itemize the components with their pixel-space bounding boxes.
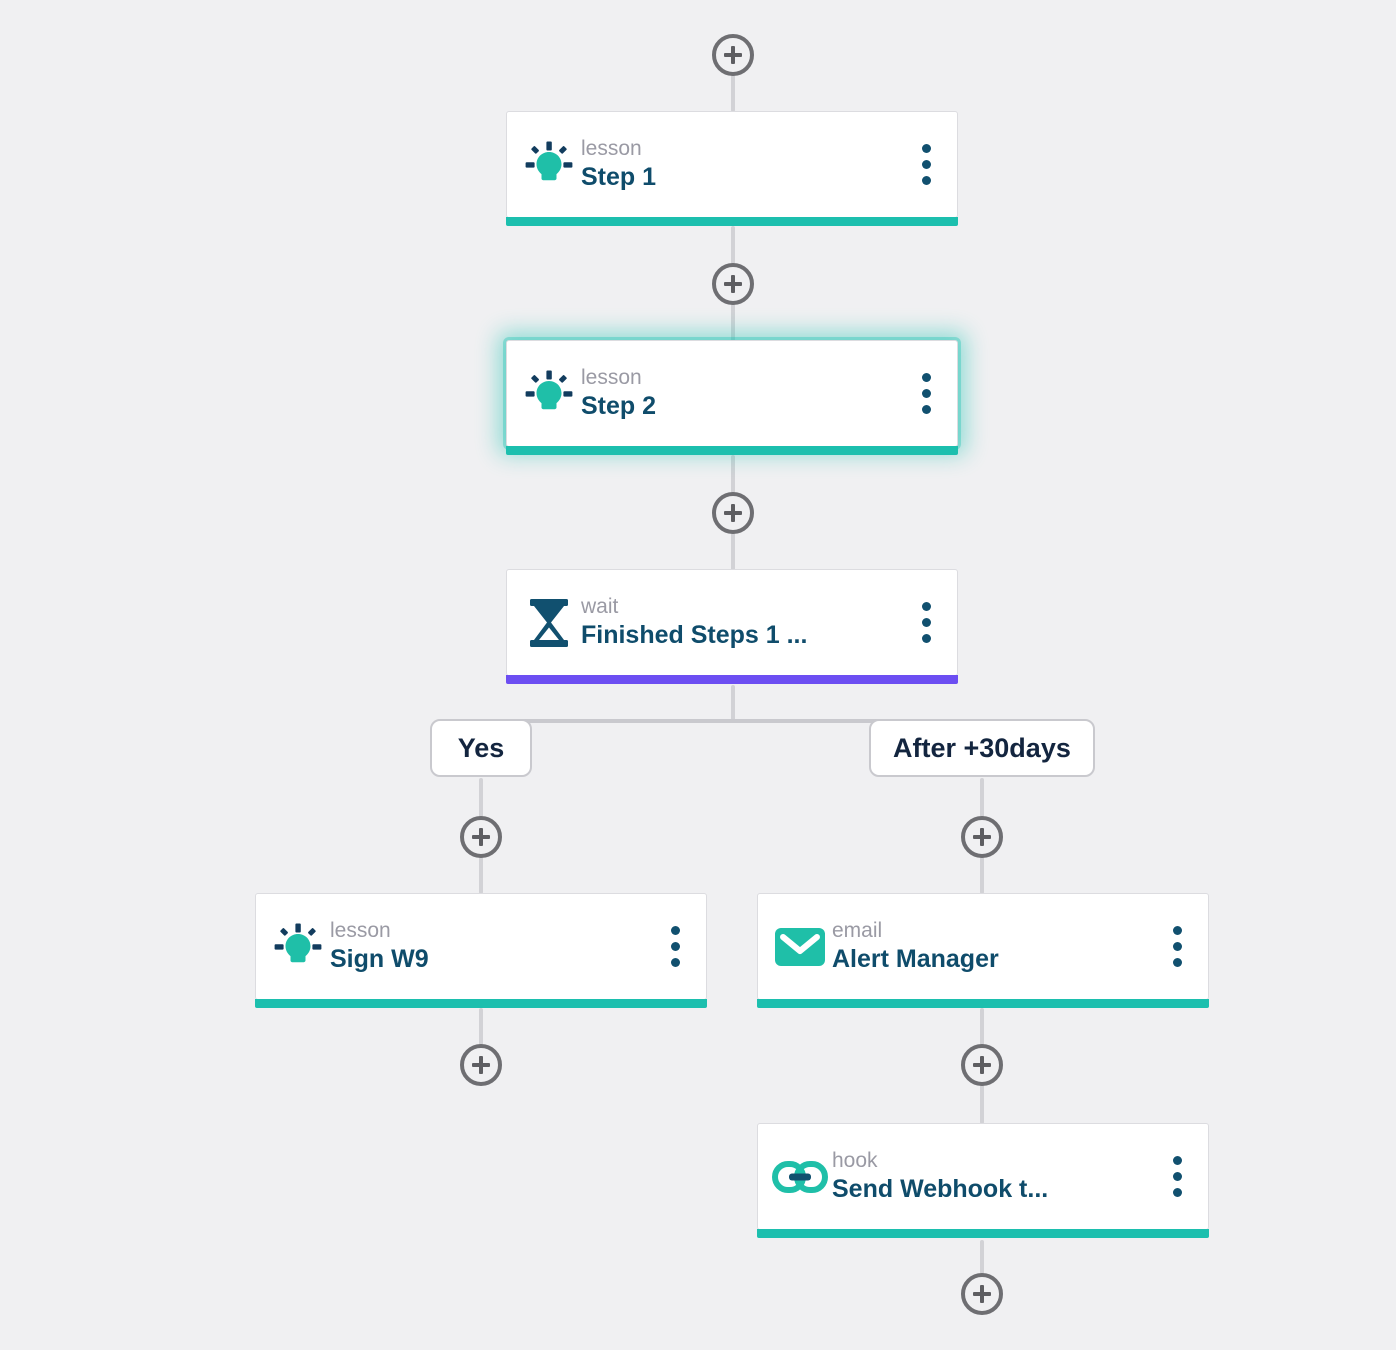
- more-options-icon[interactable]: [895, 341, 957, 446]
- branch-label-yes[interactable]: Yes: [430, 719, 532, 777]
- add-node-button-after-alertmanager[interactable]: [961, 1044, 1003, 1086]
- add-node-button-top[interactable]: [712, 34, 754, 76]
- more-options-icon[interactable]: [1146, 894, 1208, 999]
- node-card-step1[interactable]: lesson Step 1: [506, 111, 958, 226]
- node-title: Step 2: [581, 392, 657, 420]
- node-title: Alert Manager: [832, 945, 999, 973]
- hourglass-icon: [507, 570, 581, 675]
- node-card-signw9[interactable]: lesson Sign W9: [255, 893, 707, 1008]
- connector-branch-bar: [479, 719, 984, 723]
- add-node-button-after-webhook[interactable]: [961, 1273, 1003, 1315]
- node-accent-bar: [757, 1229, 1209, 1238]
- lightbulb-icon: [507, 112, 581, 217]
- more-options-icon[interactable]: [895, 570, 957, 675]
- connector-step1-to-add: [731, 226, 735, 288]
- node-accent-bar: [506, 675, 958, 684]
- node-type-label: hook: [832, 1149, 878, 1172]
- branch-label-text: Yes: [457, 732, 505, 763]
- add-node-button-after-signw9[interactable]: [460, 1044, 502, 1086]
- branch-label-after30[interactable]: After +30days: [869, 719, 1095, 777]
- lightbulb-icon: [256, 894, 330, 999]
- add-node-button-yes-branch[interactable]: [460, 816, 502, 858]
- add-node-button-after-step1[interactable]: [712, 263, 754, 305]
- connector-after30-to-add: [980, 778, 984, 822]
- node-accent-bar: [255, 999, 707, 1008]
- envelope-icon: [758, 894, 832, 999]
- node-type-label: lesson: [581, 137, 642, 160]
- add-node-button-after30-branch[interactable]: [961, 816, 1003, 858]
- node-card-webhook[interactable]: hook Send Webhook t...: [757, 1123, 1209, 1238]
- node-title: Finished Steps 1 ...: [581, 621, 808, 649]
- connector-add-to-webhook: [980, 1082, 984, 1124]
- node-text-step2: lesson Step 2: [581, 367, 895, 421]
- connector-add-to-step2: [731, 300, 735, 344]
- connector-step2-to-add: [731, 455, 735, 517]
- node-accent-bar: [757, 999, 1209, 1008]
- connector-yes-to-add: [479, 778, 483, 822]
- node-accent-bar: [506, 217, 958, 226]
- node-title: Send Webhook t...: [832, 1175, 1049, 1203]
- node-text-signw9: lesson Sign W9: [330, 920, 644, 974]
- connector-signw9-to-add: [479, 1008, 483, 1050]
- add-node-button-after-step2[interactable]: [712, 492, 754, 534]
- node-card-alertmanager[interactable]: email Alert Manager: [757, 893, 1209, 1008]
- node-text-step1: lesson Step 1: [581, 138, 895, 192]
- node-type-label: email: [832, 919, 883, 942]
- lightbulb-icon: [507, 341, 581, 446]
- connector-top: [731, 72, 735, 112]
- node-text-webhook: hook Send Webhook t...: [832, 1150, 1146, 1204]
- connector-add-to-signw9: [479, 852, 483, 894]
- connector-alertmanager-to-add: [980, 1008, 984, 1050]
- more-options-icon[interactable]: [895, 112, 957, 217]
- node-title: Sign W9: [330, 945, 429, 973]
- node-card-step2[interactable]: lesson Step 2: [506, 340, 958, 455]
- more-options-icon[interactable]: [644, 894, 706, 999]
- more-options-icon[interactable]: [1146, 1124, 1208, 1229]
- node-title: Step 1: [581, 163, 657, 191]
- node-type-label: lesson: [330, 919, 391, 942]
- connector-webhook-to-add: [980, 1240, 984, 1280]
- node-type-label: lesson: [581, 366, 642, 389]
- connector-add-to-wait: [731, 530, 735, 572]
- node-accent-bar: [506, 446, 958, 455]
- node-type-label: wait: [581, 595, 619, 618]
- connector-add-to-alertmanager: [980, 852, 984, 894]
- link-icon: [758, 1124, 832, 1229]
- branch-label-text: After +30days: [893, 732, 1071, 763]
- connector-wait-to-branchbar: [731, 685, 735, 721]
- node-text-alertmanager: email Alert Manager: [832, 920, 1146, 974]
- node-text-wait: wait Finished Steps 1 ...: [581, 596, 895, 650]
- node-card-wait[interactable]: wait Finished Steps 1 ...: [506, 569, 958, 684]
